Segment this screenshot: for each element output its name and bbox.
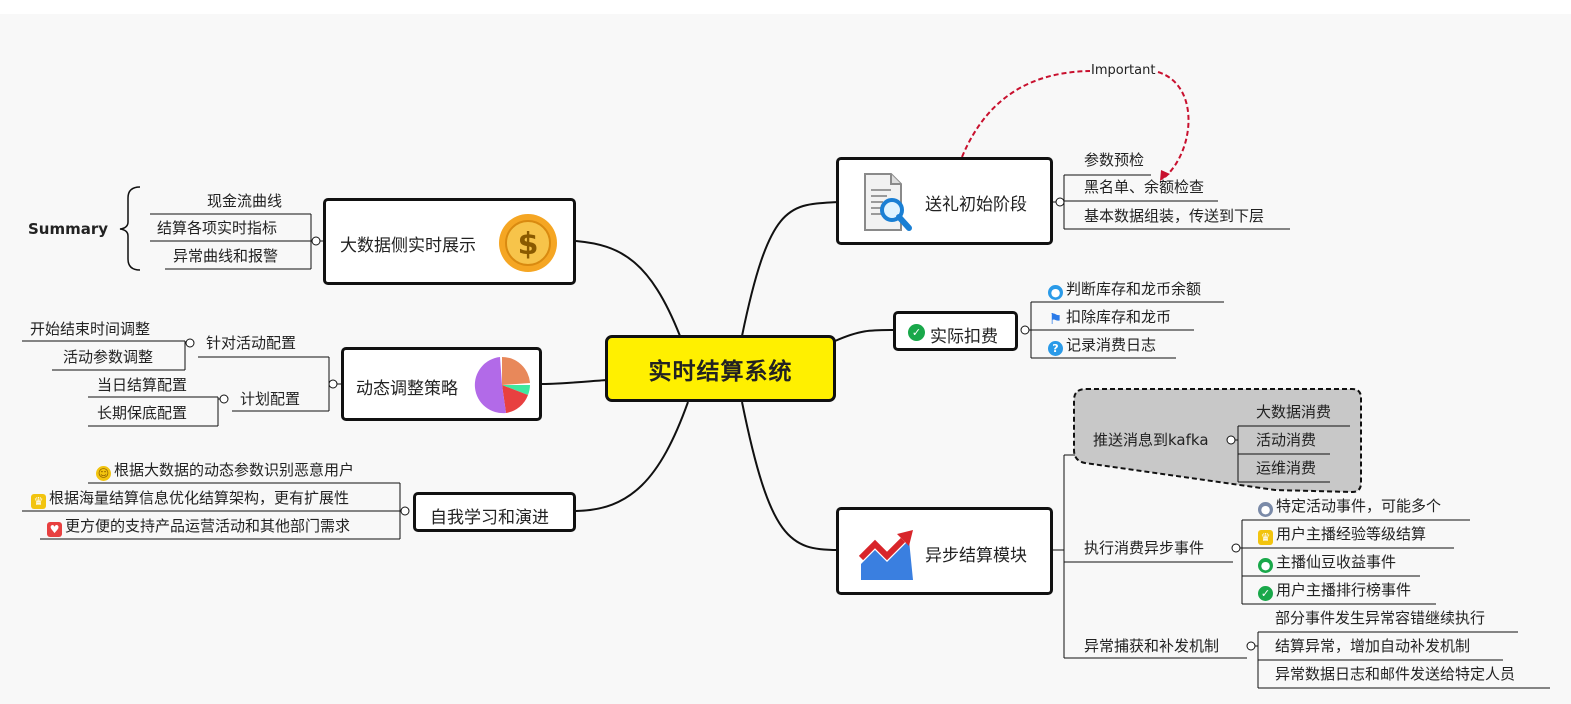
kafka-item[interactable]: 大数据消费	[1256, 403, 1332, 421]
relationship-label[interactable]: Important	[1091, 63, 1156, 78]
deduct-item[interactable]: ●判断库存和龙币余额	[1048, 279, 1201, 300]
svg-text:$: $	[518, 227, 539, 262]
person-green-icon: ●	[1258, 558, 1273, 573]
document-search-icon	[861, 172, 915, 238]
root-node[interactable]: 实时结算系统	[605, 335, 836, 402]
gift-init-item[interactable]: 参数预检	[1084, 151, 1145, 169]
learning-item[interactable]: ♥更方便的支持产品运营活动和其他部门需求	[47, 516, 350, 537]
branch-gift-init[interactable]: 送礼初始阶段	[836, 157, 1053, 245]
deduct-item[interactable]: ⚑扣除库存和龙币	[1048, 308, 1172, 328]
gift-init-label: 送礼初始阶段	[925, 195, 1027, 215]
relationship-arrowhead	[1160, 170, 1170, 181]
branch-learning[interactable]: 自我学习和演进	[413, 492, 576, 532]
retry-item[interactable]: 部分事件发生异常容错继续执行	[1275, 609, 1486, 627]
summary-label[interactable]: Summary	[28, 220, 109, 238]
heart-icon: ♥	[47, 522, 62, 537]
learning-item[interactable]: ☺根据大数据的动态参数识别恶意用户	[96, 461, 355, 481]
kafka-item[interactable]: 活动消费	[1256, 431, 1317, 449]
person-icon: ●	[1048, 285, 1063, 300]
trend-chart-icon	[858, 526, 915, 586]
question-icon: ?	[1048, 341, 1063, 356]
pie-chart-icon	[472, 355, 532, 419]
root-label: 实时结算系统	[648, 358, 793, 385]
activity-config-label[interactable]: 针对活动配置	[206, 334, 297, 352]
deduct-item[interactable]: ?记录消费日志	[1048, 335, 1156, 356]
activity-config-item[interactable]: 活动参数调整	[63, 348, 154, 366]
plan-config-item[interactable]: 当日结算配置	[97, 376, 188, 394]
events-item[interactable]: ✓用户主播排行榜事件	[1258, 580, 1411, 601]
strategy-label: 动态调整策略	[356, 379, 458, 399]
events-item[interactable]: ●特定活动事件，可能多个	[1258, 496, 1441, 517]
activity-config-item[interactable]: 开始结束时间调整	[30, 320, 151, 338]
learning-label: 自我学习和演进	[430, 508, 549, 528]
person-gray-icon: ●	[1258, 502, 1273, 517]
retry-label[interactable]: 异常捕获和补发机制	[1084, 637, 1220, 655]
learning-item[interactable]: ♛根据海量结算信息优化结算架构，更有扩展性	[31, 488, 349, 509]
kafka-group-shape	[1073, 388, 1362, 494]
dollar-coin-icon: $	[498, 213, 558, 277]
bigdata-label: 大数据侧实时展示	[340, 236, 476, 256]
kafka-label[interactable]: 推送消息到kafka	[1093, 431, 1209, 449]
check-circle-icon: ✓	[908, 324, 925, 341]
branch-strategy[interactable]: 动态调整策略	[341, 347, 542, 421]
gift-init-item[interactable]: 黑名单、余额检查	[1084, 178, 1205, 196]
retry-item[interactable]: 结算异常，增加自动补发机制	[1275, 637, 1471, 655]
branch-async[interactable]: 异步结算模块	[836, 507, 1053, 595]
events-item[interactable]: ♛用户主播经验等级结算	[1258, 524, 1426, 545]
events-item[interactable]: ●主播仙豆收益事件	[1258, 552, 1396, 573]
deduct-label: 实际扣费	[930, 327, 998, 347]
gift-init-item[interactable]: 基本数据组装，传送到下层	[1084, 207, 1265, 225]
kafka-item[interactable]: 运维消费	[1256, 459, 1317, 477]
bigdata-item[interactable]: 异常曲线和报警	[173, 247, 279, 265]
bigdata-item[interactable]: 现金流曲线	[207, 192, 283, 210]
check-circle-icon: ✓	[1258, 586, 1273, 601]
branch-bigdata[interactable]: 大数据侧实时展示 $	[323, 198, 576, 285]
plan-config-label[interactable]: 计划配置	[240, 390, 301, 408]
plan-config-item[interactable]: 长期保底配置	[97, 404, 188, 422]
events-label[interactable]: 执行消费异步事件	[1084, 539, 1205, 557]
branch-deduct[interactable]: ✓ 实际扣费	[893, 311, 1018, 351]
flag-icon: ⚑	[1048, 310, 1063, 328]
bigdata-item[interactable]: 结算各项实时指标	[157, 219, 278, 237]
trophy-icon: ♛	[1258, 530, 1273, 545]
face-icon: ☺	[96, 466, 111, 481]
relationship-curve	[961, 70, 1190, 178]
retry-item[interactable]: 异常数据日志和邮件发送给特定人员	[1275, 665, 1516, 683]
async-label: 异步结算模块	[925, 546, 1027, 566]
trophy-icon: ♛	[31, 494, 46, 509]
